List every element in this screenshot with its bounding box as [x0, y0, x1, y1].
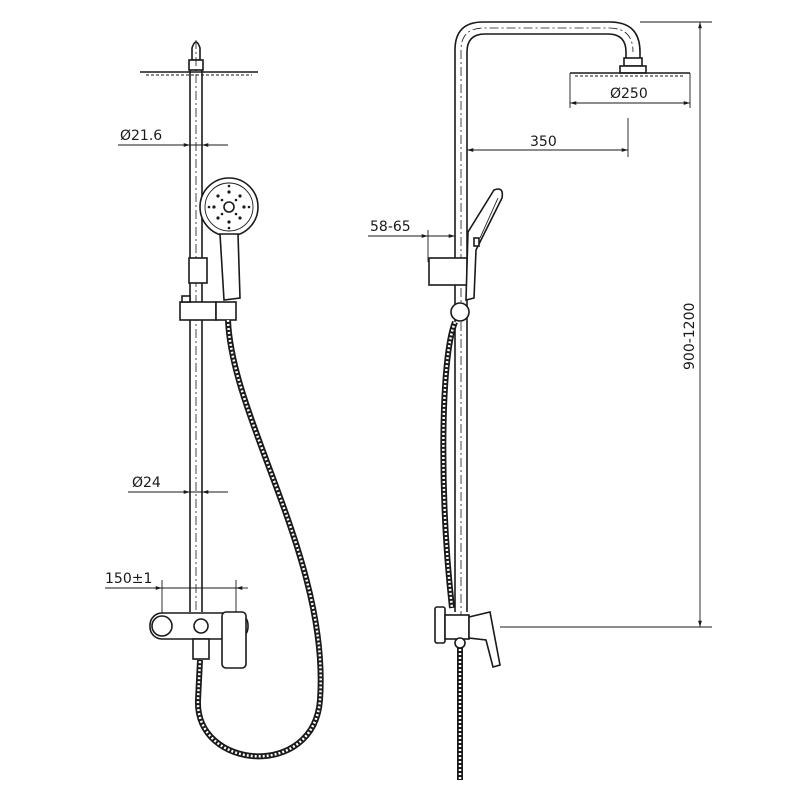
mixer-lever — [221, 611, 247, 669]
front-view: Ø21.6 — [105, 40, 324, 760]
hand-shower — [199, 177, 259, 301]
dimension-wall-offset: 58-65 — [368, 219, 455, 262]
mixer-valve — [149, 611, 249, 669]
riser-pipe — [188, 40, 204, 660]
dimension-rail-diameter: Ø21.6 — [118, 128, 228, 147]
arm-reach-label: 350 — [530, 134, 557, 150]
mixer-lever-side — [468, 611, 501, 668]
height-range-label: 900-1200 — [682, 303, 698, 370]
side-view: Ø250 350 58-65 — [368, 21, 712, 780]
rail-diameter-label: Ø21.6 — [120, 128, 162, 144]
dimension-height-range: 900-1200 — [500, 21, 712, 628]
mixer-valve-side — [434, 606, 501, 668]
hose-side — [440, 320, 463, 780]
dimension-head-diameter: Ø250 — [569, 73, 691, 108]
head-diameter-label: Ø250 — [610, 86, 648, 102]
hose — [194, 319, 324, 760]
riser-with-arm — [454, 21, 647, 620]
hand-shower-side — [465, 188, 504, 302]
dimension-inlet-spacing: 150±1 — [105, 571, 248, 614]
spray-nozzles — [207, 184, 251, 230]
pipe-diameter-label: Ø24 — [132, 475, 161, 491]
inlet-spacing-label: 150±1 — [105, 571, 152, 587]
overhead-shower-plate-side — [570, 72, 690, 77]
slide-bracket — [179, 295, 237, 321]
dimension-pipe-diameter: Ø24 — [128, 475, 228, 494]
wall-offset-label: 58-65 — [370, 219, 411, 235]
dimension-arm-reach: 350 — [467, 118, 629, 157]
slider-joint — [450, 302, 470, 322]
rail-holder — [188, 257, 208, 284]
wall-holder — [428, 257, 468, 286]
overhead-shower-plate — [140, 71, 258, 76]
